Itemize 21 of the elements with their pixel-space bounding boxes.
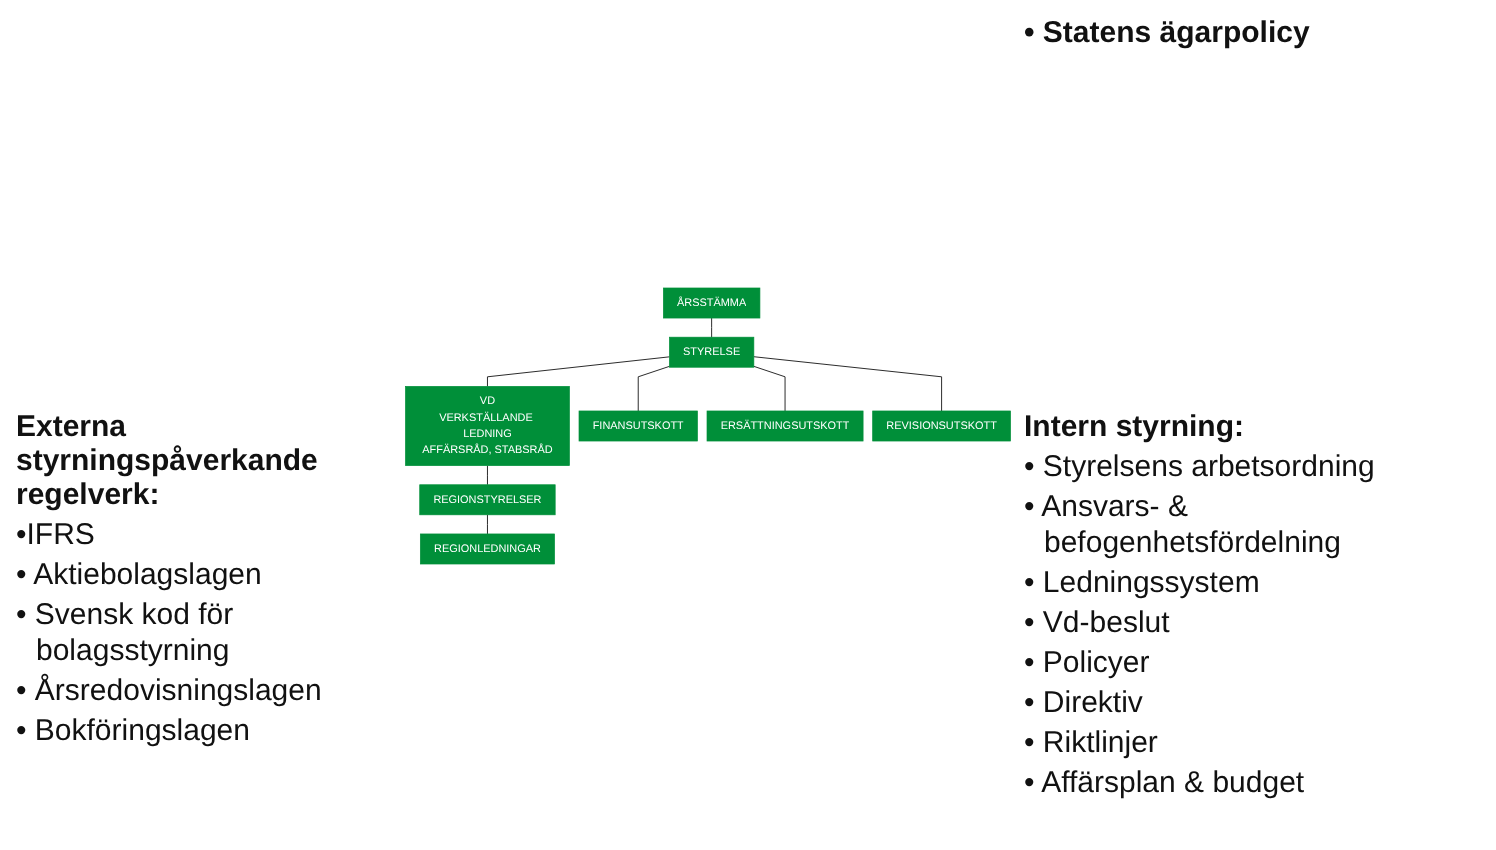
list-item: • Aktiebolagslagen bbox=[16, 558, 264, 594]
list-item: • Statens ägarpolicy bbox=[1024, 16, 1312, 52]
list-item: • Affärsplan & budget bbox=[1024, 766, 1307, 802]
connector bbox=[486, 465, 488, 486]
list-item: • Riktlinjer bbox=[1024, 726, 1160, 762]
list-item: •IFRS bbox=[16, 518, 97, 554]
list-item: • Ansvars- & befogenhetsfördelning bbox=[1024, 490, 1343, 562]
list-item: • Årsredovisningslagen bbox=[16, 674, 324, 710]
list-item: • Svensk kod för bolagsstyrning bbox=[16, 598, 236, 670]
list-item: • Styrelsens arbetsordning bbox=[1024, 450, 1377, 486]
list-item: • Ledningssystem bbox=[1024, 566, 1262, 602]
list-item: • Vd-beslut bbox=[1024, 606, 1172, 642]
list-heading: Intern styrning: bbox=[1024, 410, 1245, 444]
connector bbox=[486, 514, 488, 535]
connector bbox=[753, 356, 943, 412]
list-item: • Direktiv bbox=[1024, 686, 1145, 722]
list-item: • Bokföringslagen bbox=[16, 714, 252, 750]
connector bbox=[711, 317, 713, 338]
list-item: • Policyer bbox=[1024, 646, 1152, 682]
connector bbox=[486, 356, 670, 387]
list-heading: Externa styrningspåverkande regelverk: bbox=[16, 410, 320, 512]
